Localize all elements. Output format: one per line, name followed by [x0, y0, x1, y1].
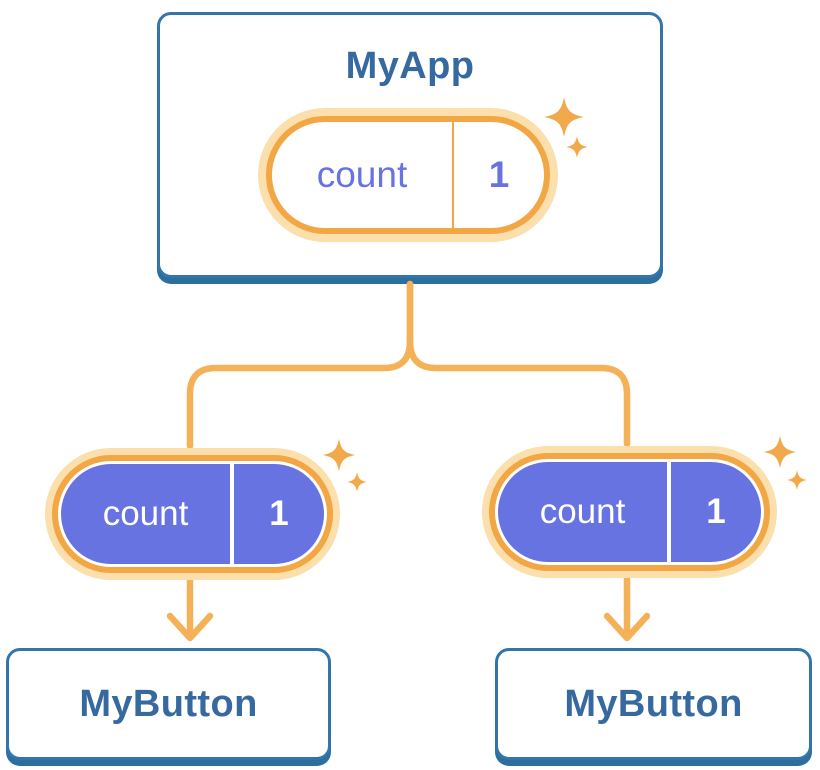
child-state-pill-ring: count 1 [489, 453, 770, 571]
child-state-pill-core: count 1 [498, 462, 761, 562]
arrow-right-head-icon [603, 612, 651, 642]
child-state-pill-ring: count 1 [52, 455, 333, 573]
child-state-pill-face: count 1 [58, 461, 327, 567]
pill-divider [667, 462, 671, 562]
child-state-pill-left: count 1 [45, 448, 340, 580]
state-value: 1 [269, 494, 289, 533]
state-name: count [316, 154, 408, 195]
child-card-title-left: MyButton [79, 682, 258, 725]
child-state-pill-face: count 1 [495, 459, 764, 565]
root-state-pill: count 1 [258, 108, 558, 242]
state-value: 1 [488, 154, 510, 195]
branch-right-line [406, 280, 631, 448]
root-state-pill-face: count 1 [272, 122, 544, 228]
root-card-title: MyApp [345, 45, 475, 87]
state-name: count [539, 492, 626, 531]
child-component-card-left: MyButton [6, 648, 331, 760]
branch-left-line [186, 280, 414, 450]
child-component-card-right: MyButton [495, 648, 812, 760]
child-state-pill-core: count 1 [61, 464, 324, 564]
sparkle-icon [763, 435, 797, 469]
pill-divider [230, 464, 234, 564]
child-card-title-right: MyButton [564, 682, 743, 725]
root-state-pill-ring: count 1 [266, 116, 550, 234]
sparkle-icon [787, 470, 807, 490]
pill-divider [452, 122, 454, 228]
sparkle-icon [322, 438, 356, 472]
state-value: 1 [706, 492, 726, 531]
child-state-pill-right: count 1 [482, 446, 777, 578]
sparkle-icon [347, 472, 367, 492]
arrow-left-head-icon [166, 612, 214, 642]
state-name: count [102, 494, 189, 533]
